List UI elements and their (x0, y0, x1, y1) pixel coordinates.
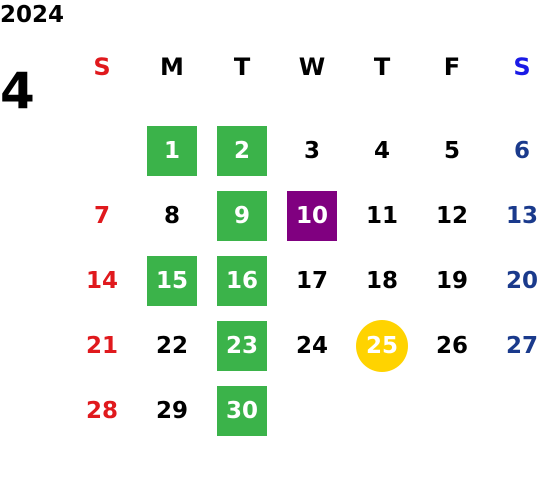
calendar-day: 13 (505, 202, 538, 229)
calendar-day: 16 (217, 255, 267, 306)
calendar-day: 25 (356, 319, 408, 372)
weekday-header: T (373, 53, 391, 81)
calendar-day: 24 (295, 332, 328, 359)
calendar-day-cell[interactable]: 5 (417, 118, 487, 183)
calendar-day-cell[interactable]: 20 (487, 248, 548, 313)
calendar-day: 18 (365, 267, 398, 294)
calendar-day-cell (417, 378, 487, 443)
calendar-day-cell[interactable]: 11 (347, 183, 417, 248)
calendar-day: 5 (443, 137, 460, 164)
calendar-day-cell[interactable]: 12 (417, 183, 487, 248)
calendar-day-cell[interactable]: 14 (67, 248, 137, 313)
calendar-day-cell[interactable]: 17 (277, 248, 347, 313)
calendar-day-cell (347, 378, 417, 443)
calendar-day: 30 (217, 385, 267, 436)
calendar-month: 4 (0, 62, 35, 120)
calendar-day: 12 (435, 202, 468, 229)
calendar-day-cell[interactable]: 2 (207, 118, 277, 183)
weekday-header: S (513, 53, 531, 81)
calendar-day: 4 (373, 137, 390, 164)
calendar-day-cell[interactable]: 29 (137, 378, 207, 443)
calendar-day: 27 (505, 332, 538, 359)
calendar-day: 8 (163, 202, 180, 229)
calendar-day-empty (357, 386, 407, 436)
calendar-day-cell (67, 118, 137, 183)
calendar-day: 2 (217, 125, 267, 176)
calendar-day: 19 (435, 267, 468, 294)
calendar-day: 22 (155, 332, 188, 359)
calendar-day-cell[interactable]: 27 (487, 313, 548, 378)
calendar-day-cell[interactable]: 25 (347, 313, 417, 378)
weekday-header: S (93, 53, 111, 81)
weekday-header: M (160, 53, 184, 81)
calendar-day-cell[interactable]: 4 (347, 118, 417, 183)
calendar-day-cell[interactable]: 7 (67, 183, 137, 248)
calendar-day-cell[interactable]: 6 (487, 118, 548, 183)
calendar-day: 17 (295, 267, 328, 294)
calendar-day: 7 (93, 202, 110, 229)
calendar-day: 11 (365, 202, 398, 229)
calendar-day-cell[interactable]: 3 (277, 118, 347, 183)
calendar-day: 6 (513, 137, 530, 164)
calendar-day-cell[interactable]: 28 (67, 378, 137, 443)
calendar-day-cell[interactable]: 21 (67, 313, 137, 378)
calendar-day-empty (427, 386, 477, 436)
weekday-header: W (298, 53, 326, 81)
calendar-year: 2024 (0, 2, 65, 28)
calendar-day-cell[interactable]: 15 (137, 248, 207, 313)
calendar-day-cell[interactable]: 16 (207, 248, 277, 313)
calendar-day: 10 (287, 190, 337, 241)
calendar-day-cell[interactable]: 10 (277, 183, 347, 248)
calendar-day-cell[interactable]: 24 (277, 313, 347, 378)
calendar-day-cell (487, 378, 548, 443)
calendar-day: 14 (85, 267, 118, 294)
calendar-day: 23 (217, 320, 267, 371)
calendar-day: 9 (217, 190, 267, 241)
calendar-day-cell (277, 378, 347, 443)
calendar-day-empty (77, 126, 127, 176)
calendar-day: 3 (303, 137, 320, 164)
calendar-day-cell[interactable]: 1 (137, 118, 207, 183)
calendar-day-cell[interactable]: 22 (137, 313, 207, 378)
calendar-day-empty (287, 386, 337, 436)
calendar-day-cell[interactable]: 26 (417, 313, 487, 378)
calendar-day: 21 (85, 332, 118, 359)
calendar-day: 26 (435, 332, 468, 359)
calendar-day-cell[interactable]: 13 (487, 183, 548, 248)
calendar-day-empty (497, 386, 547, 436)
calendar-day: 20 (505, 267, 538, 294)
calendar-day: 28 (85, 397, 118, 424)
calendar-day: 1 (147, 125, 197, 176)
weekday-header: F (443, 53, 461, 81)
calendar-day-cell[interactable]: 8 (137, 183, 207, 248)
calendar-day-cell[interactable]: 18 (347, 248, 417, 313)
calendar-day: 29 (155, 397, 188, 424)
calendar-day: 15 (147, 255, 197, 306)
calendar-day-cell[interactable]: 9 (207, 183, 277, 248)
calendar-day-cell[interactable]: 23 (207, 313, 277, 378)
calendar-day-cell[interactable]: 19 (417, 248, 487, 313)
weekday-header: T (233, 53, 251, 81)
calendar-day-cell[interactable]: 30 (207, 378, 277, 443)
